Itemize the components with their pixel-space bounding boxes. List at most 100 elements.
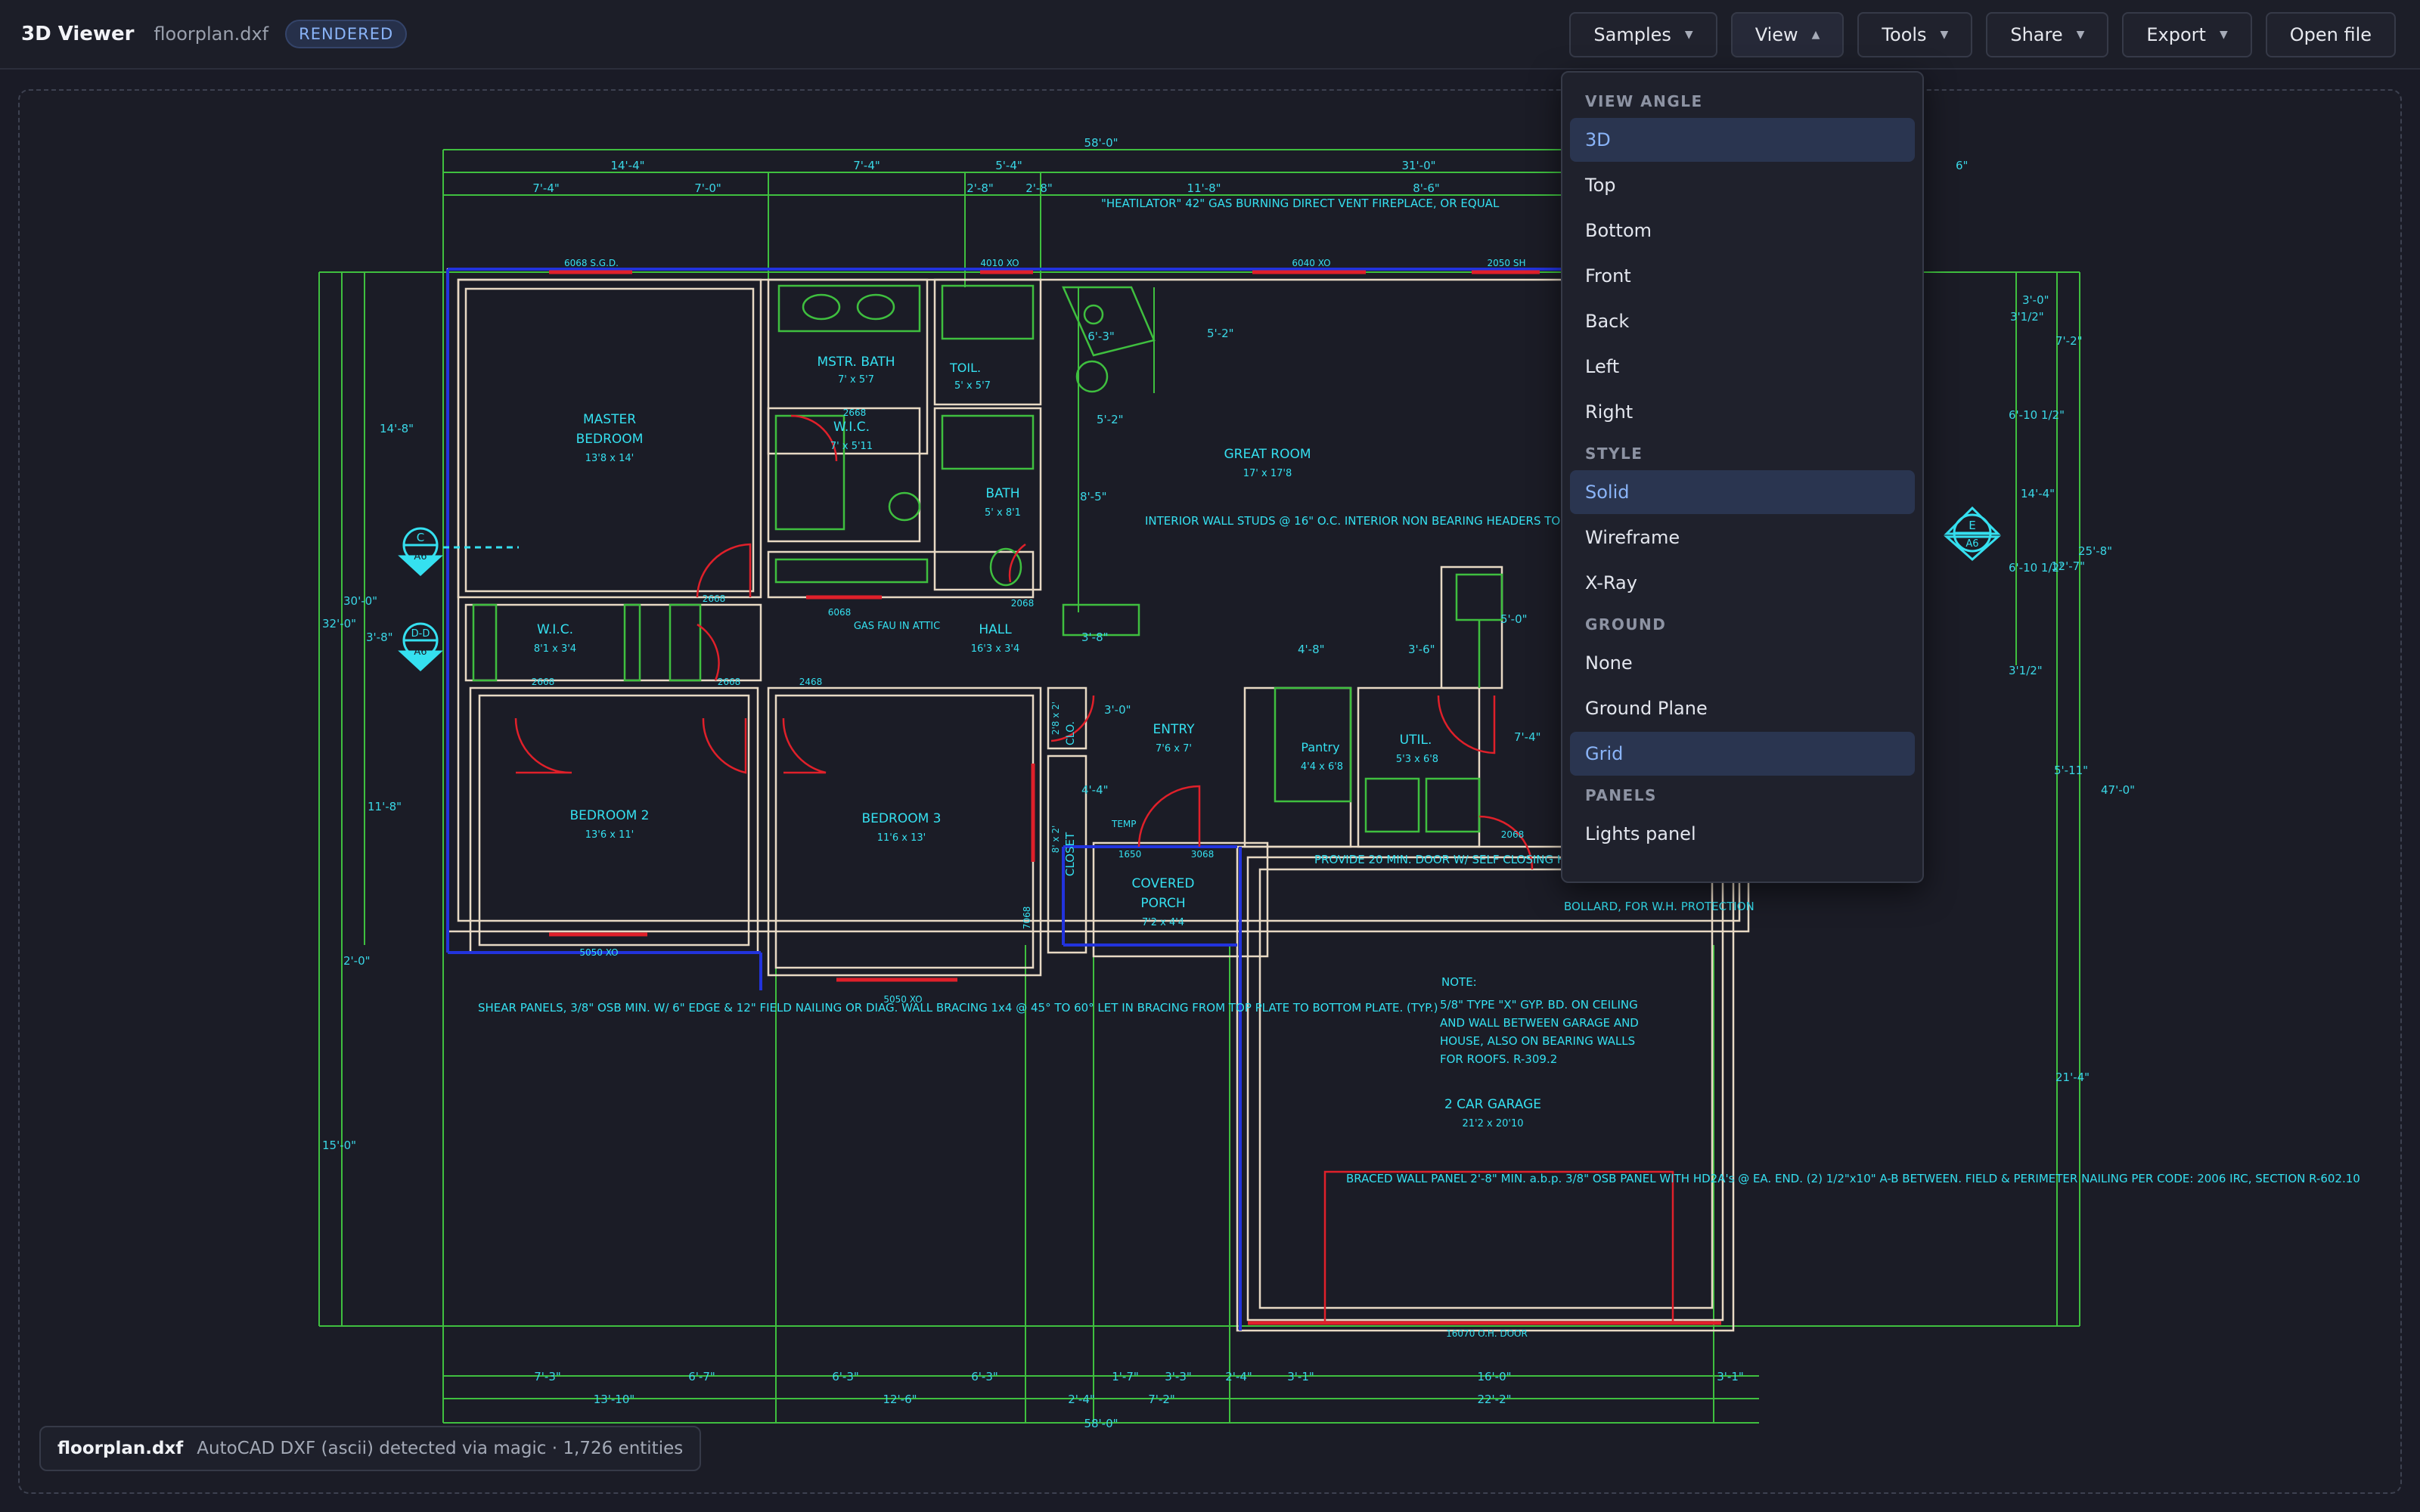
marker-labels: C A6 D-D A6 E A6 xyxy=(411,519,1979,658)
label-porch: PORCH xyxy=(1140,896,1185,911)
menu-item-lights-panel[interactable]: Lights panel xyxy=(1585,823,1696,844)
samples-button[interactable]: Samples ▼ xyxy=(1569,12,1717,57)
label-toil: TOIL. xyxy=(949,361,981,375)
menu-item-wireframe[interactable]: Wireframe xyxy=(1585,527,1680,548)
opening-4010: 4010 XO xyxy=(980,258,1019,268)
dim-bot-i: 16'-0" xyxy=(1477,1370,1511,1383)
dim-bot-e: 1'-7" xyxy=(1112,1370,1139,1383)
dim-bot-g: 2'-4" xyxy=(1225,1370,1252,1383)
dim-in-f: 4'-8" xyxy=(1298,643,1325,656)
dim-bot-j: 3'-1" xyxy=(1717,1370,1744,1383)
note-bollard: BOLLARD, FOR W.H. PROTECTION xyxy=(1564,900,1754,913)
note-interior-wall: INTERIOR WALL STUDS @ 16" O.C. INTERIOR … xyxy=(1145,514,1579,528)
blue-lines xyxy=(446,268,1600,1331)
room-labels: MASTER BEDROOM 13'8 x 14' MSTR. BATH 7' … xyxy=(534,355,1541,1129)
dim-left-a: 14'-8" xyxy=(380,422,414,435)
label-wic2-size: 8'1 x 3'4 xyxy=(534,643,576,655)
dim-in-d: 8'-5" xyxy=(1080,490,1107,503)
dim-top2-f: 8'-6" xyxy=(1413,181,1440,195)
opening-2668c: 2668 xyxy=(532,677,555,687)
note-line-1: 5/8" TYPE "X" GYP. BD. ON CEILING xyxy=(1440,998,1638,1012)
dim-in-l: 2'8 x 2' xyxy=(1050,702,1061,735)
label-util: UTIL. xyxy=(1400,733,1432,748)
tools-label: Tools xyxy=(1882,24,1927,45)
view-label: View xyxy=(1754,24,1798,45)
dim-top-b: 7'-4" xyxy=(853,159,880,172)
panels-section-title: PANELS xyxy=(1585,786,1657,804)
menu-item-3d[interactable]: 3D xyxy=(1570,118,1915,162)
dim-in-g: 3'-6" xyxy=(1408,643,1435,656)
dim-in-j: 4'-4" xyxy=(1081,783,1109,797)
menu-item-back[interactable]: Back xyxy=(1585,311,1630,332)
section-markers xyxy=(398,506,2001,672)
dim-bot-c: 6'-3" xyxy=(832,1370,859,1383)
fixtures xyxy=(472,284,1503,833)
dim-in-e: 3'-8" xyxy=(1081,631,1109,644)
opening-2668b: 2668 xyxy=(843,407,867,418)
menu-item-left[interactable]: Left xyxy=(1585,356,1620,377)
menu-item-solid[interactable]: Solid xyxy=(1570,470,1915,514)
tools-button[interactable]: Tools ▼ xyxy=(1857,12,1973,57)
marker-dd: D-D xyxy=(411,628,430,640)
label-entry: ENTRY xyxy=(1153,722,1196,737)
note-shear: SHEAR PANELS, 3/8" OSB MIN. W/ 6" EDGE &… xyxy=(478,1001,1438,1015)
dim-bot-d: 6'-3" xyxy=(971,1370,998,1383)
opening-6068: 6068 xyxy=(828,607,852,618)
dim-bot2-d: 7'-2" xyxy=(1148,1393,1175,1406)
dim-bot2-a: 13'-10" xyxy=(594,1393,635,1406)
opening-6040: 6040 XO xyxy=(1292,258,1330,268)
view-button[interactable]: View ▲ xyxy=(1730,12,1844,57)
label-bedroom2: BEDROOM 2 xyxy=(570,808,650,823)
label-mstr-bath-size: 7' x 5'7 xyxy=(838,374,874,386)
viewer-canvas[interactable]: MASTER BEDROOM 13'8 x 14' MSTR. BATH 7' … xyxy=(18,89,2402,1494)
menu-item-xray[interactable]: X-Ray xyxy=(1585,572,1637,593)
menu-item-bottom[interactable]: Bottom xyxy=(1585,220,1652,241)
opening-2050: 2050 SH xyxy=(1488,258,1526,268)
dim-right-k: 47'-0" xyxy=(2101,783,2135,797)
dim-top-total: 58'-0" xyxy=(1084,136,1118,150)
label-porch-size: 7'2 x 4'4 xyxy=(1142,917,1184,928)
dim-top-d: 31'-0" xyxy=(1401,159,1435,172)
label-closet: CLOSET xyxy=(1063,832,1077,876)
label-master: MASTER xyxy=(583,412,636,427)
dimension-lines xyxy=(318,149,2080,1424)
status-text: AutoCAD DXF (ascii) detected via magic ·… xyxy=(197,1439,684,1458)
menu-item-none[interactable]: None xyxy=(1585,652,1633,674)
menu-item-right[interactable]: Right xyxy=(1585,401,1634,423)
label-wic1-size: 7' x 5'11 xyxy=(830,441,873,452)
label-pantry: Pantry xyxy=(1301,740,1339,754)
dim-right-l: 21'-4" xyxy=(2055,1070,2090,1084)
marker-e-sheet: A6 xyxy=(1965,538,1978,550)
menu-item-ground-plane[interactable]: Ground Plane xyxy=(1585,698,1708,719)
label-pantry-size: 4'4 x 6'8 xyxy=(1301,761,1343,773)
floorplan-drawing: MASTER BEDROOM 13'8 x 14' MSTR. BATH 7' … xyxy=(318,136,2360,1430)
dim-in-k: 7'-4" xyxy=(1514,730,1541,744)
label-wic2: W.I.C. xyxy=(537,622,573,637)
export-button[interactable]: Export ▼ xyxy=(2122,12,2252,57)
share-button[interactable]: Share ▼ xyxy=(1986,12,2109,57)
label-toil-size: 5' x 5'7 xyxy=(954,380,991,392)
label-master-size: 13'8 x 14' xyxy=(585,453,634,464)
label-wic1: W.I.C. xyxy=(833,420,870,435)
menu-item-grid[interactable]: Grid xyxy=(1570,732,1915,776)
status-file: floorplan.dxf xyxy=(57,1439,184,1458)
menu-item-front[interactable]: Front xyxy=(1585,265,1631,287)
marker-c: C xyxy=(417,531,424,544)
dim-in-b: 5'-2" xyxy=(1207,327,1234,340)
opening-5050a: 5050 XO xyxy=(579,947,618,958)
opening-2668a: 2668 xyxy=(703,593,726,604)
label-bedroom: BEDROOM xyxy=(576,432,644,447)
menu-item-top[interactable]: Top xyxy=(1585,175,1616,196)
caret-up-icon: ▲ xyxy=(1811,29,1820,41)
app-title: 3D Viewer xyxy=(21,23,135,45)
note-title: NOTE: xyxy=(1441,975,1477,989)
label-garage: 2 CAR GARAGE xyxy=(1444,1097,1541,1112)
open-file-label: Open file xyxy=(2289,24,2372,45)
ground-section-title: GROUND xyxy=(1585,615,1667,634)
opening-3068: 3068 xyxy=(1191,849,1215,860)
status-badge: RENDERED xyxy=(285,20,408,48)
label-bedroom2-size: 13'6 x 11' xyxy=(585,829,634,841)
open-file-button[interactable]: Open file xyxy=(2265,12,2396,57)
note-fireplace: "HEATILATOR" 42" GAS BURNING DIRECT VENT… xyxy=(1101,197,1500,210)
dim-left-d: 3'-8" xyxy=(366,631,393,644)
